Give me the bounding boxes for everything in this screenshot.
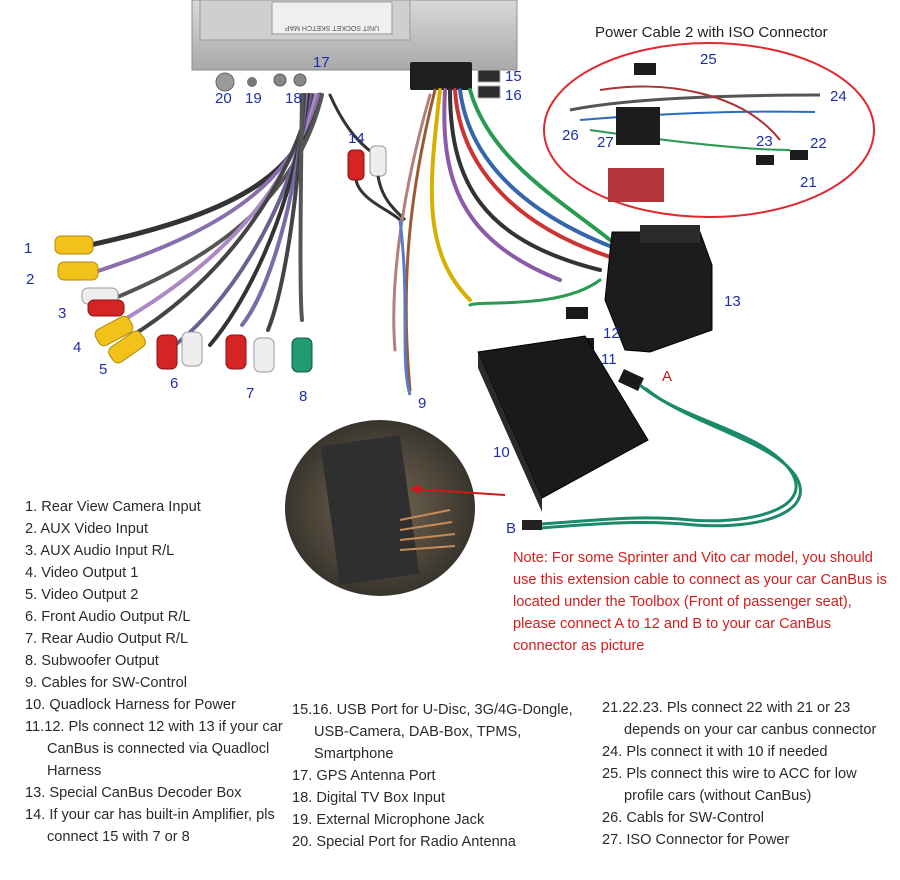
callout-9: 9 [418,395,427,412]
connector-letter-b: B [506,520,517,537]
callout-10: 10 [493,444,510,461]
rca-plug-6-red [156,334,178,370]
legend-item: 8. Subwoofer Output [25,653,159,669]
callout-20: 20 [215,90,232,107]
sw-control-wire [398,219,412,396]
callout-17: 17 [313,54,330,71]
callout-15: 15 [505,68,522,85]
callout-22: 22 [810,135,827,152]
legend-item: 1. Rear View Camera Input [25,499,201,515]
rca-cable-bundle [87,92,377,347]
callout-1: 1 [24,240,33,257]
callout-24: 24 [830,88,847,105]
main-harness [392,88,622,392]
legend-item: 18. Digital TV Box Input [292,790,446,806]
canbus-note: Note: For some Sprinter and Vito car mod… [513,550,887,654]
inset-title: Power Cable 2 with ISO Connector [595,24,828,41]
legend-item: 27. ISO Connector for Power [602,832,790,848]
callout-2: 2 [26,271,35,288]
quadlock-connector [604,225,713,353]
rca-plug-7-white [253,337,275,373]
legend-item: 11.12. Pls connect 12 with 13 if your ca… [25,719,283,779]
legend-item: 9. Cables for SW-Control [25,675,187,691]
callout-6: 6 [170,375,179,392]
legend-item: 10. Quadlock Harness for Power [25,697,236,713]
canbus-connector-photo [285,420,506,596]
legend-item: 4. Video Output 1 [25,565,139,581]
legend-column-2: 15.16. USB Port for U-Disc, 3G/4G-Dongle… [292,699,592,853]
legend-column-1: 1. Rear View Camera Input 2. AUX Video I… [25,496,287,848]
legend-item: 24. Pls connect it with 10 if needed [602,744,828,760]
callout-4: 4 [73,339,82,356]
rca-plug-8-green [291,337,313,373]
legend-column-3: 21.22.23. Pls connect 22 with 21 or 23 d… [602,697,900,851]
rca-plug-4 [94,315,134,347]
rca-plug-5 [108,330,146,364]
callout-19: 19 [245,90,262,107]
callout-26: 26 [562,127,579,144]
rca-plug-1 [54,235,94,255]
connector-letter-a: A [662,368,673,385]
legend-item: 14. If your car has built-in Amplifier, … [25,807,275,845]
legend-item: 7. Rear Audio Output R/L [25,631,189,647]
legend-item: 26. Cabls for SW-Control [602,810,764,826]
rca-plugs-14 [347,145,407,222]
callout-11: 11 [601,351,617,368]
callout-21: 21 [800,174,817,191]
callout-16: 16 [505,87,522,104]
legend-item: 25. Pls connect this wire to ACC for low… [602,766,857,804]
iso-power-cable-inset [543,42,875,218]
callout-5: 5 [99,361,108,378]
legend-item: 2. AUX Video Input [25,521,149,537]
legend-item: 3. AUX Audio Input R/L [25,543,175,559]
legend-item: 21.22.23. Pls connect 22 with 21 or 23 d… [602,700,877,738]
rca-plugs [54,235,313,373]
sticker-text: UNIT SOCKET SKETCH MAP [285,24,380,31]
callout-7: 7 [246,385,255,402]
callout-13: 13 [724,293,741,310]
canbus-decoder-box [477,335,649,512]
callout-25: 25 [700,51,717,68]
callout-27: 27 [597,134,614,151]
rca-plug-6-white [181,331,203,367]
legend-item: 5. Video Output 2 [25,587,139,603]
head-unit-chassis: UNIT SOCKET SKETCH MAP [191,0,518,99]
callout-23: 23 [756,133,773,150]
rca-plug-2 [57,261,99,281]
rca-plug-3-red [87,299,125,317]
rca-plug-7-red [225,334,247,370]
callout-3: 3 [58,305,67,322]
legend-item: 17. GPS Antenna Port [292,768,436,784]
legend-item: 15.16. USB Port for U-Disc, 3G/4G-Dongle… [292,702,573,762]
legend-item: 13. Special CanBus Decoder Box [25,785,242,801]
legend-item: 19. External Microphone Jack [292,812,485,828]
canbus-extension-cable [522,383,802,530]
callout-8: 8 [299,388,308,405]
callout-12: 12 [603,325,620,342]
legend-item: 20. Special Port for Radio Antenna [292,834,516,850]
legend-item: 6. Front Audio Output R/L [25,609,191,625]
callout-14: 14 [348,130,365,147]
callout-18: 18 [285,90,302,107]
